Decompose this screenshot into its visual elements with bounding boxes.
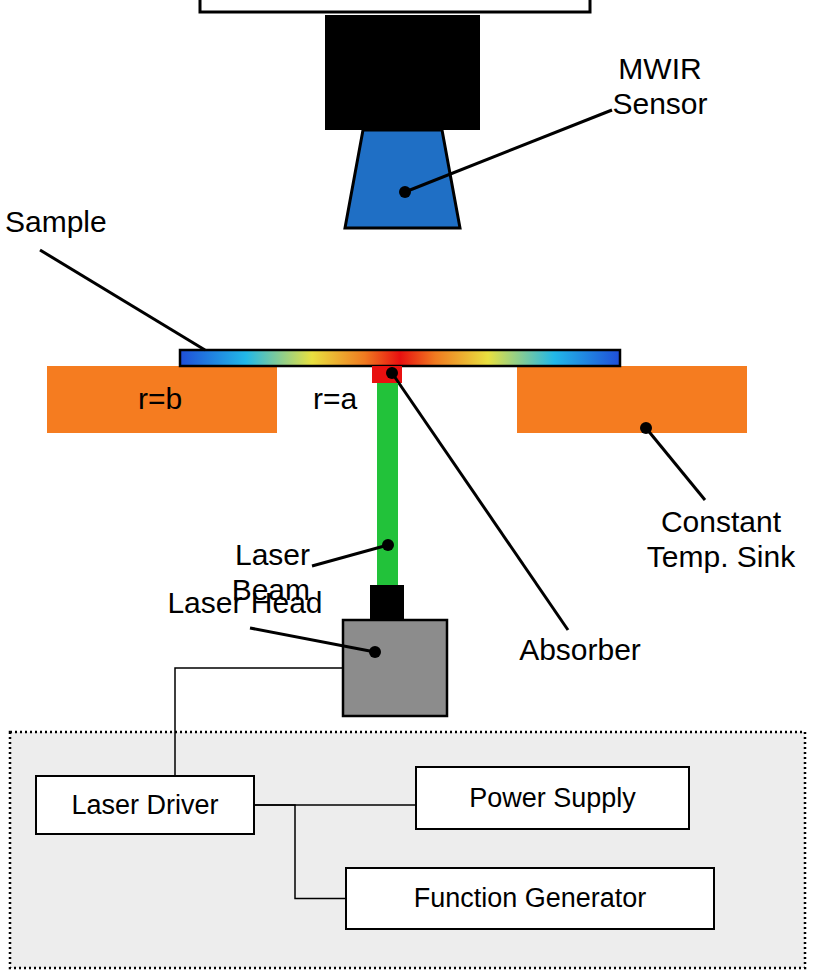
laser-head xyxy=(343,620,447,716)
sample-plate xyxy=(180,350,620,366)
equipment-box: Laser Driver xyxy=(35,775,255,835)
leader-dot xyxy=(640,422,652,434)
callout-label: Laser Head xyxy=(165,586,325,621)
leader-dot xyxy=(386,367,398,379)
camera-frame xyxy=(200,0,590,12)
leader-line xyxy=(40,250,205,350)
leader-dot xyxy=(369,646,381,658)
laser-nozzle xyxy=(370,585,404,621)
sensor-body xyxy=(325,15,480,130)
leader-line xyxy=(392,373,568,630)
callout-label: Sample xyxy=(5,205,155,240)
wire xyxy=(175,668,343,776)
heat-sink xyxy=(517,366,747,433)
electronics-region xyxy=(10,732,805,968)
box-label: Function Generator xyxy=(414,883,647,914)
heat-sink xyxy=(47,366,277,433)
callout-label: r=a xyxy=(300,382,370,417)
callout-label: MWIR Sensor xyxy=(595,52,725,121)
box-label: Laser Driver xyxy=(71,790,218,821)
equipment-box: Power Supply xyxy=(415,766,690,830)
leader-dot xyxy=(399,186,411,198)
equipment-box: Function Generator xyxy=(345,867,715,930)
box-label: Power Supply xyxy=(469,783,636,814)
leader-dot xyxy=(382,539,394,551)
callout-label: r=b xyxy=(100,382,220,417)
leader-line xyxy=(312,545,388,566)
callout-label: Absorber xyxy=(505,633,655,668)
leader-line xyxy=(405,110,612,192)
leader-line xyxy=(646,428,705,500)
sensor-lens xyxy=(345,130,460,228)
laser-beam xyxy=(377,383,398,586)
leader-line xyxy=(250,628,375,652)
callout-label: Constant Temp. Sink xyxy=(630,505,812,574)
wire xyxy=(255,805,345,899)
